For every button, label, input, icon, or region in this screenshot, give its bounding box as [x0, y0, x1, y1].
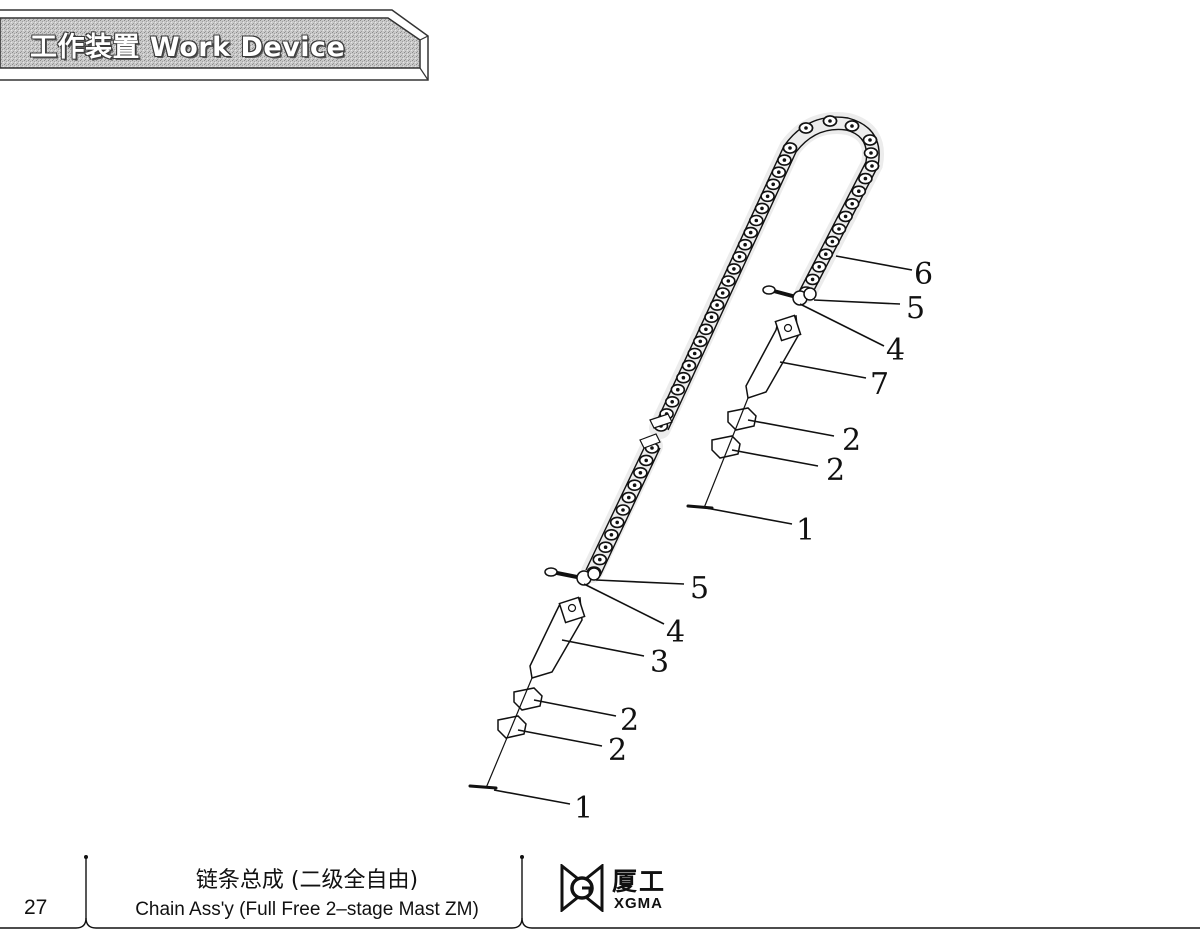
chain-link [737, 238, 753, 251]
callout-1-upper: 1 [796, 513, 815, 548]
chain [581, 112, 884, 583]
chain-link [805, 273, 820, 286]
page-title: 工作装置 Work Device [30, 32, 346, 63]
callout-2-upper-b: 2 [826, 453, 845, 488]
page-number: 27 [24, 896, 48, 919]
leader-lines [493, 255, 913, 805]
header-banner [0, 9, 429, 81]
callout-2-lower-b: 2 [608, 733, 627, 768]
chain-link [811, 260, 827, 273]
chain-link [609, 516, 625, 529]
chain-link [720, 275, 736, 287]
chain-link [698, 323, 714, 336]
chain-link [771, 166, 787, 178]
chain-link [822, 115, 838, 127]
brand-name-chinese: 厦工 [612, 867, 667, 896]
chain-link [858, 172, 873, 185]
chain-links-lower [586, 442, 660, 578]
callout-6: 6 [914, 257, 933, 292]
chain-link [670, 383, 686, 396]
chain-link [782, 142, 798, 154]
callout-labels: 6 5 4 7 2 2 1 5 4 3 2 2 1 [574, 257, 933, 826]
chain-link [844, 120, 860, 132]
callout-3: 3 [650, 645, 669, 680]
chain-link [627, 479, 642, 492]
chain-link [777, 154, 792, 166]
chain-link [633, 466, 648, 479]
callout-1-lower: 1 [574, 791, 593, 826]
chain-link [838, 210, 853, 223]
chain-link [715, 287, 731, 299]
chain-link [844, 198, 860, 210]
chain-link [726, 263, 742, 275]
upper-anchor-group [686, 285, 817, 510]
chain-link [687, 347, 703, 360]
chain-link [754, 202, 770, 215]
chain-link [638, 454, 654, 467]
footer-title-english: Chain Ass'y (Full Free 2–stage Mast ZM) [135, 899, 479, 920]
chain-link [864, 160, 880, 172]
callout-5-lower: 5 [690, 571, 709, 606]
xgma-logo-icon [560, 864, 604, 912]
chain-link [825, 235, 840, 248]
chain-link [765, 178, 781, 191]
chain-link [732, 250, 747, 263]
footer-title-chinese: 链条总成 (二级全自由) [195, 868, 419, 893]
chain-link [604, 528, 619, 541]
chain-link [592, 553, 608, 566]
callout-2-lower-a: 2 [620, 703, 639, 738]
chain-link [615, 504, 631, 516]
callout-5-upper: 5 [906, 291, 925, 326]
callout-2-upper-a: 2 [842, 423, 861, 458]
chain-link [798, 122, 814, 134]
callout-4-lower: 4 [666, 615, 685, 650]
chain-link [851, 185, 867, 197]
chain-link [760, 190, 775, 203]
chain-link [709, 299, 725, 311]
chain-link [831, 223, 847, 235]
chain-link [862, 134, 878, 146]
chain-link [818, 248, 834, 261]
callout-4-upper: 4 [886, 333, 905, 368]
chain-link [676, 371, 691, 384]
chain-link [692, 335, 708, 348]
chain-link [743, 226, 759, 239]
chain-link [664, 395, 680, 408]
brand-name-english: XGMA [614, 895, 663, 912]
chain-link [863, 147, 879, 159]
chain-link [748, 214, 764, 227]
chain-link [598, 541, 613, 554]
chain-link [681, 359, 697, 372]
lower-anchor-group [468, 567, 601, 790]
chain-link [704, 311, 719, 324]
callout-7: 7 [870, 367, 889, 402]
chain-link [621, 491, 637, 504]
